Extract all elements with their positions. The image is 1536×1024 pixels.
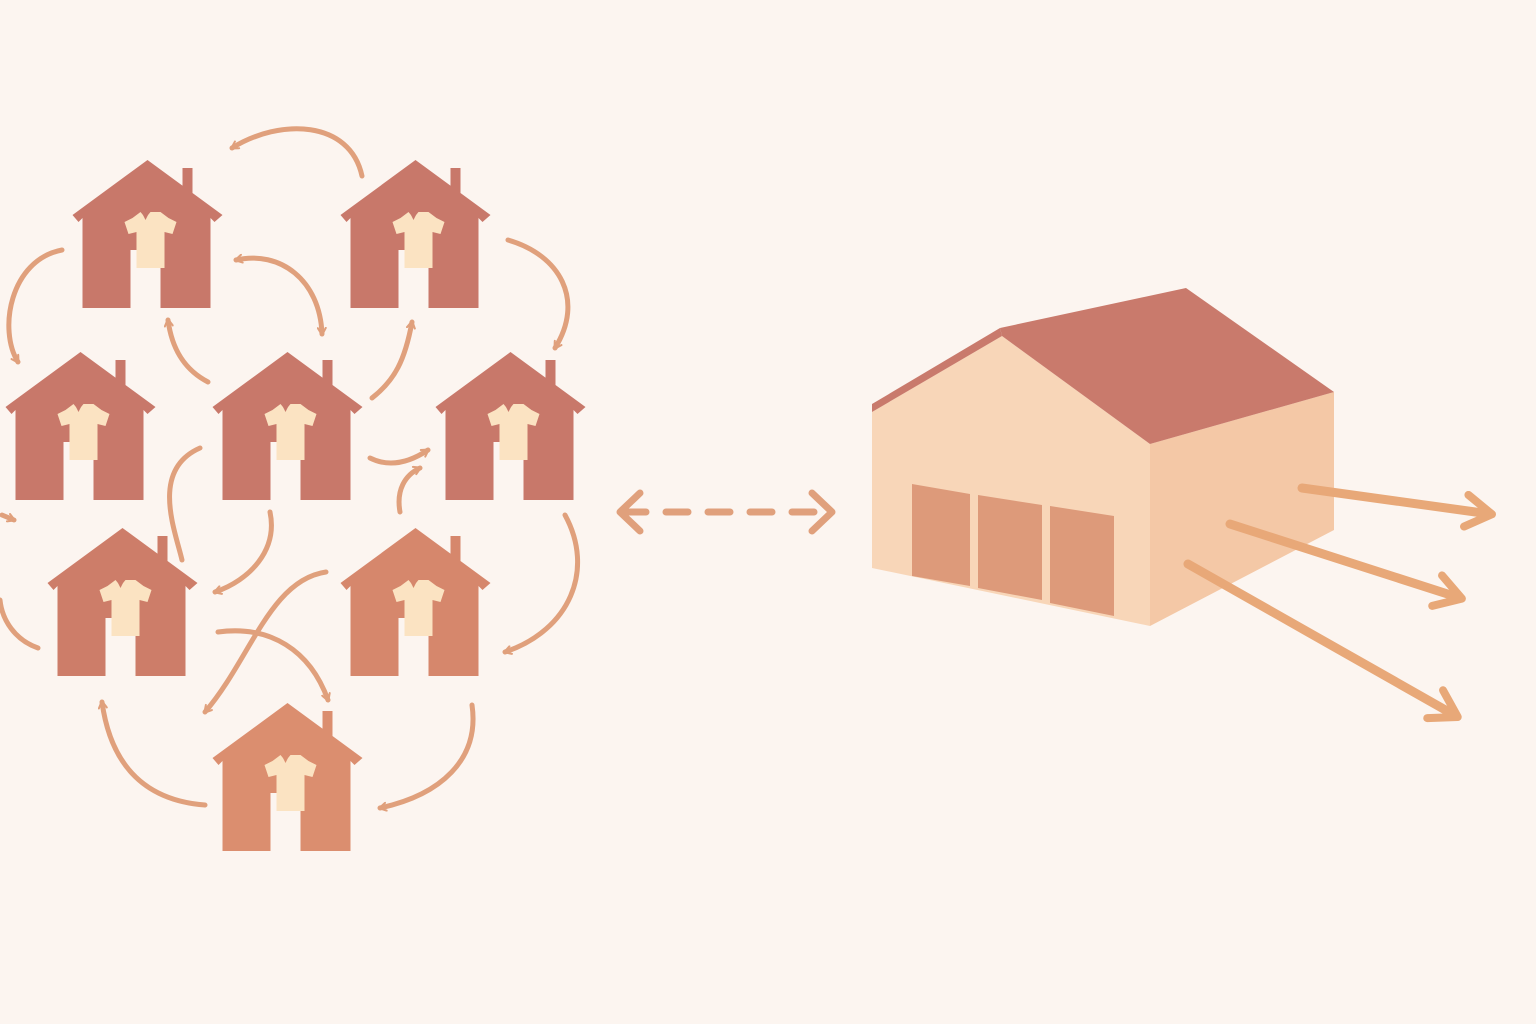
house-with-shirt-icon <box>47 528 198 676</box>
house-cluster <box>5 160 586 851</box>
curved-arrow <box>505 237 571 351</box>
curved-arrow <box>212 509 274 595</box>
outbound-arrow <box>1183 559 1462 723</box>
curved-arrow <box>377 702 476 812</box>
curved-arrow <box>215 628 331 703</box>
warehouse-door <box>978 495 1042 600</box>
house-with-shirt-icon <box>72 160 223 308</box>
curved-arrow <box>0 512 17 523</box>
dashed-link-arrow <box>616 489 836 535</box>
curved-arrow <box>97 699 208 808</box>
curved-arrow <box>202 569 329 715</box>
warehouse-icon <box>872 288 1334 626</box>
curved-arrow <box>0 597 41 651</box>
warehouse-roof <box>1000 288 1334 444</box>
curved-arrow <box>163 317 211 385</box>
curved-arrow <box>233 253 327 337</box>
outbound-arrow <box>1297 483 1496 531</box>
curved-arrow <box>396 465 423 515</box>
curved-arrow <box>369 319 416 401</box>
house-with-shirt-icon <box>212 703 363 851</box>
house-with-shirt-icon <box>435 352 586 500</box>
warehouse-door <box>1050 506 1114 616</box>
exchange-arrows <box>0 126 581 812</box>
warehouse-roof-edge <box>872 328 1002 412</box>
outbound-arrows <box>1183 483 1496 723</box>
curved-arrow <box>167 445 203 563</box>
outbound-arrow <box>1225 519 1466 610</box>
curved-arrow <box>502 512 581 655</box>
warehouse-door <box>912 484 970 586</box>
house-with-shirt-icon <box>340 160 491 308</box>
curved-arrow <box>6 247 65 365</box>
curved-arrow <box>229 126 365 179</box>
warehouse-doors <box>912 484 1114 616</box>
house-with-shirt-icon <box>212 352 363 500</box>
curved-arrow <box>367 447 431 466</box>
house-with-shirt-icon <box>340 528 491 676</box>
house-with-shirt-icon <box>5 352 156 500</box>
